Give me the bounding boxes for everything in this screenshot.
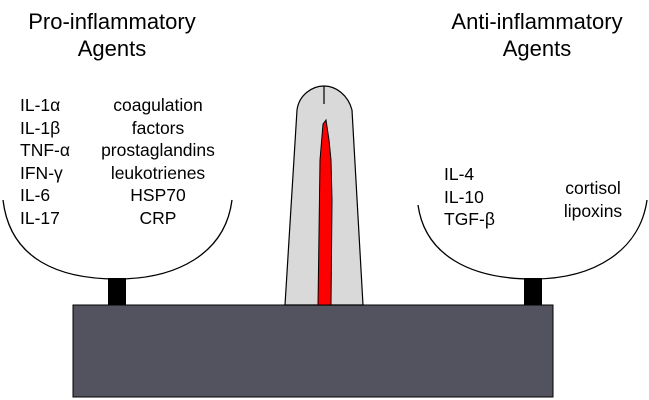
- list-item: IL-6: [20, 185, 51, 206]
- right-title: Anti-inflammatory Agents: [430, 8, 644, 62]
- list-item: IL-4: [444, 164, 475, 184]
- list-item: HSP70: [130, 185, 186, 206]
- list-item: factors: [131, 117, 185, 138]
- left-cytokine-list: IL-1α IL-1β TNF-α IFN-γ IL-6 IL-17: [20, 94, 70, 230]
- left-title-line1: Pro-inflammatory: [28, 9, 196, 34]
- right-bowl: [417, 199, 648, 280]
- right-post: [524, 278, 542, 305]
- gauge-red-fill: [317, 118, 333, 306]
- left-other-list: coagulation factors prostaglandins leuko…: [90, 94, 226, 230]
- left-title: Pro-inflammatory Agents: [6, 8, 218, 62]
- left-title-line2: Agents: [77, 36, 147, 61]
- left-bowl: [2, 199, 233, 280]
- right-title-line1: Anti-inflammatory: [451, 9, 623, 34]
- list-item: IL-1α: [20, 95, 61, 115]
- list-item: IL-17: [20, 207, 60, 228]
- list-item: cortisol: [565, 178, 621, 198]
- list-item: prostaglandins: [101, 140, 215, 161]
- list-item: IL-1β: [20, 117, 61, 138]
- list-item: leukotrienes: [110, 162, 206, 183]
- list-item: coagulation: [113, 95, 203, 115]
- scale-base: [72, 304, 554, 398]
- list-item: TNF-α: [20, 140, 70, 161]
- list-item: lipoxins: [563, 200, 623, 221]
- list-item: TGF-β: [444, 209, 495, 230]
- list-item: IFN-γ: [20, 162, 63, 183]
- right-cytokine-list: IL-4 IL-10 TGF-β: [444, 163, 495, 231]
- list-item: IL-10: [444, 186, 484, 207]
- left-post: [108, 278, 126, 305]
- right-other-list: cortisol lipoxins: [548, 177, 638, 222]
- right-title-line2: Agents: [502, 36, 572, 61]
- list-item: CRP: [139, 207, 177, 228]
